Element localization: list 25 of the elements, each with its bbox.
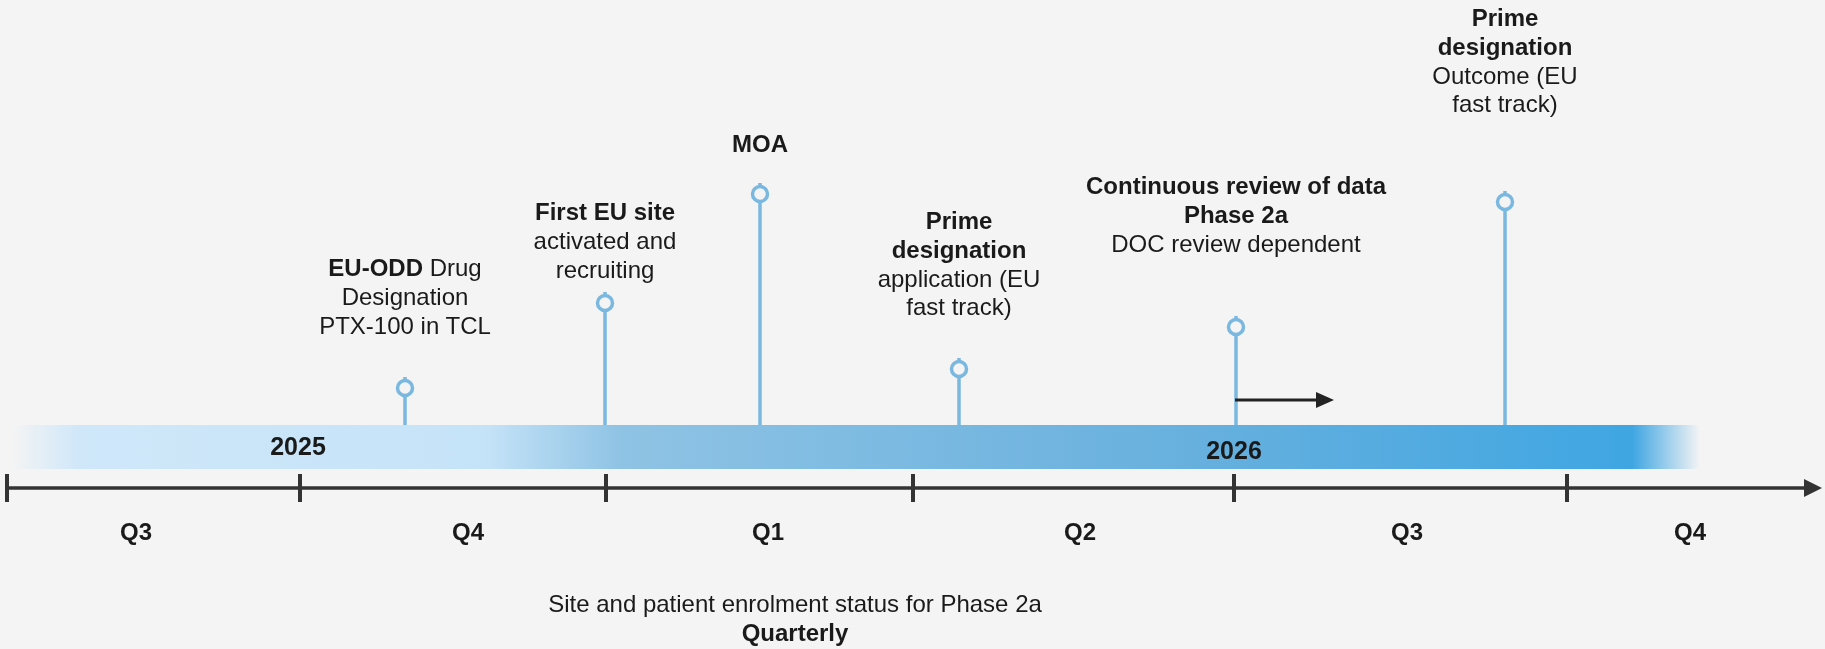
milestone-title: MOA xyxy=(732,130,788,159)
footer-text: Site and patient enrolment status for Phase 2a xyxy=(548,590,1042,618)
milestone-title: Continuous review of data Phase 2a xyxy=(1085,172,1388,230)
quarter-label: Q3 xyxy=(120,518,152,546)
footer-text: Quarterly xyxy=(741,619,849,647)
milestone-pin xyxy=(395,377,415,425)
milestone-pin xyxy=(949,358,969,425)
quarter-label: Q4 xyxy=(452,518,484,546)
milestone-text: application (EU fast track) xyxy=(876,264,1042,323)
quarter-label: Q4 xyxy=(1674,518,1706,546)
milestone-pin xyxy=(595,292,615,425)
quarter-label: Q3 xyxy=(1391,518,1423,546)
milestone-pin xyxy=(750,183,770,425)
year-label: 2025 xyxy=(270,432,326,461)
quarter-label: Q2 xyxy=(1064,518,1096,546)
milestone-text: EU-ODD Drug Designation PTX-100 in TCL xyxy=(318,254,492,341)
milestone-title: First EU site xyxy=(534,198,675,227)
milestone-text: Outcome (EU fast track) xyxy=(1431,61,1579,120)
milestone-text: activated and recruiting xyxy=(532,226,678,285)
milestone-text: DOC review dependent xyxy=(1111,229,1361,259)
milestone-pin xyxy=(1495,191,1515,425)
milestone-pin xyxy=(1226,316,1246,425)
quarter-label: Q1 xyxy=(752,518,784,546)
year-label: 2026 xyxy=(1206,436,1262,465)
milestone-title: Prime designation xyxy=(1436,4,1574,62)
